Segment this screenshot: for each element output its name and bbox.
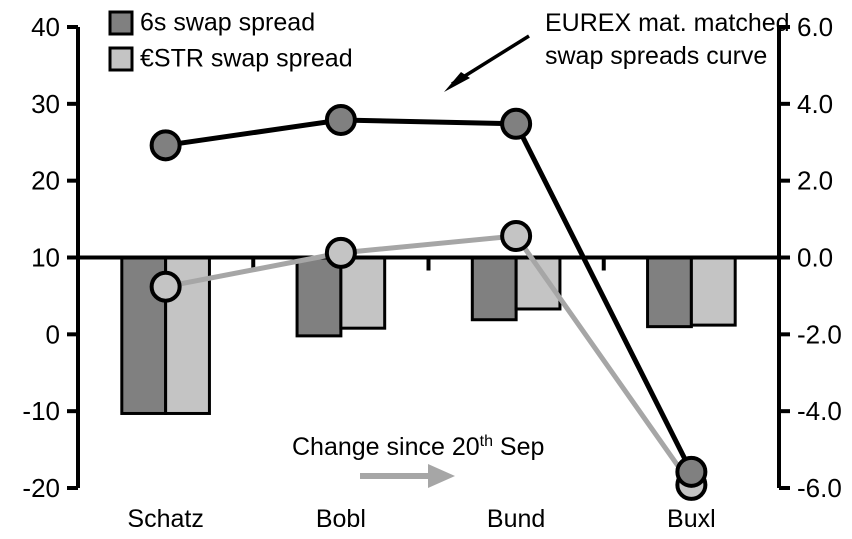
curve-note-line2: swap spreads curve — [545, 42, 767, 70]
annotation-curve-note: EUREX mat. matched swap spreads curve — [444, 9, 790, 92]
right-axis-tick-label: -6.0 — [797, 473, 842, 503]
right-axis-tick-label: -4.0 — [797, 396, 842, 426]
bar-buxl-series0 — [646, 256, 693, 329]
data-point-marker — [324, 103, 357, 136]
bar-bobl-series1 — [339, 256, 387, 330]
category-label-schatz: Schatz — [127, 505, 203, 533]
right-axis-tick-label: 0.0 — [797, 243, 833, 273]
bar-bobl-series0 — [295, 256, 343, 338]
right-axis-tick-label: 2.0 — [797, 166, 833, 196]
data-point-marker — [324, 236, 357, 269]
legend-swatch-icon — [108, 46, 134, 72]
category-label-bobl: Bobl — [316, 505, 366, 533]
legend-label: 6s swap spread — [140, 9, 315, 37]
chart-legend: 6s swap spread €STR swap spread — [108, 9, 353, 73]
left-axis-tick-label: 30 — [31, 89, 60, 119]
category-labels: Schatz Bobl Bund Buxl — [127, 505, 715, 533]
legend-label: €STR swap spread — [140, 45, 353, 73]
left-axis-tick-label: 10 — [31, 243, 60, 273]
category-label-buxl: Buxl — [667, 505, 716, 533]
line-series-group — [149, 103, 708, 501]
curve-note-line1: EUREX mat. matched — [545, 9, 790, 37]
left-axis-tick-label: 0 — [46, 319, 60, 349]
line-path — [165, 117, 694, 473]
bar-series-group — [120, 256, 737, 415]
line-path — [165, 233, 694, 487]
category-label-bund: Bund — [487, 505, 545, 533]
data-point-marker — [675, 455, 708, 488]
change-note-text: Change since 20th Sep — [292, 433, 544, 461]
left-axis-tick-label: 40 — [31, 12, 60, 42]
data-point-marker — [149, 129, 182, 162]
bar-bund-series0 — [470, 256, 518, 322]
legend-swatch-icon — [108, 10, 134, 36]
left-axis-tick-label: -10 — [22, 396, 60, 426]
axis-tick-labels: 40 30 20 10 0 -10 -20 6.0 4.0 2.0 0.0 -2.0 -4.0 -6.0 — [22, 12, 841, 503]
arrow-down-left-head-icon — [444, 72, 470, 92]
data-point-marker — [500, 107, 533, 140]
annotation-change-note: Change since 20th Sep — [292, 433, 544, 488]
right-axis-tick-label: 4.0 — [797, 89, 833, 119]
data-point-marker — [500, 219, 533, 252]
right-axis-tick-label: 6.0 — [797, 12, 833, 42]
data-point-marker — [149, 270, 182, 303]
right-axis-tick-label: -2.0 — [797, 319, 842, 349]
arrow-right-head-icon — [428, 464, 455, 488]
left-axis-tick-label: 20 — [31, 166, 60, 196]
left-axis-tick-label: -20 — [22, 473, 60, 503]
bar-buxl-series1 — [689, 256, 737, 327]
